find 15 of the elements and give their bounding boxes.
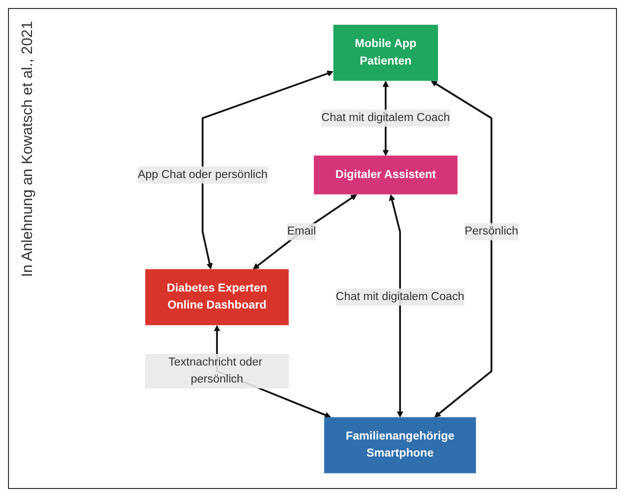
arrow xyxy=(389,194,404,417)
node-box: Mobile App Patienten xyxy=(333,24,438,80)
edge-label: Chat mit digitalem Coach xyxy=(336,290,464,302)
arrow xyxy=(202,70,334,269)
edge-label: Email xyxy=(287,224,316,237)
arrow xyxy=(430,80,492,417)
node-box: Familienangehörige Smartphone xyxy=(324,416,476,473)
arrow xyxy=(252,194,357,269)
edge-label: Chat mit digitalem Coach xyxy=(321,111,450,124)
source-caption: In Anlehnung an Kowatsch et al., 2021 xyxy=(19,21,36,278)
edge-label: Persönlich xyxy=(464,224,518,237)
node-box: Diabetes Experten Online Dashboard xyxy=(145,268,289,325)
node-box: Digitaler Assistent xyxy=(314,155,458,194)
edge-label: Textnachricht oder persönlich xyxy=(168,356,262,386)
edge-label: App Chat oder persönlich xyxy=(138,168,268,180)
